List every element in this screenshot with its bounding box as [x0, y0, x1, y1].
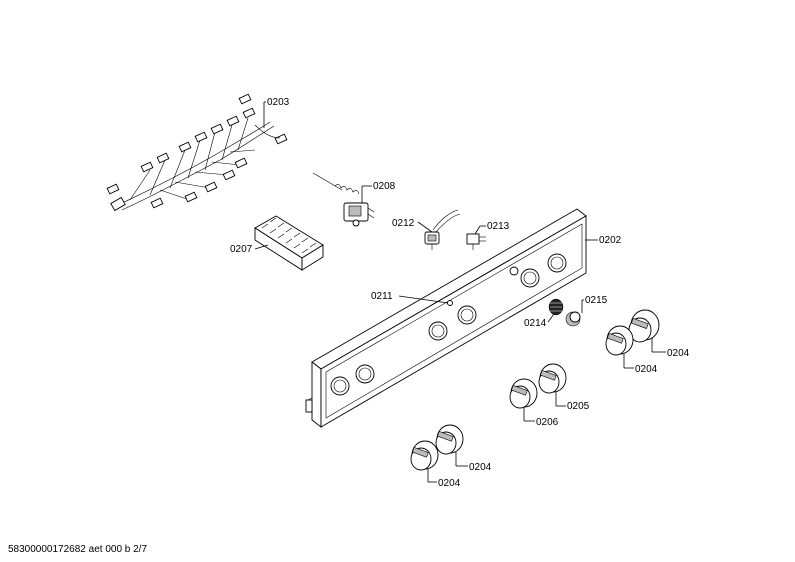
thermostat-0208 [312, 172, 375, 227]
part-label-0204-d[interactable]: 0204 [438, 478, 461, 489]
control-knob-0204-b [605, 325, 634, 356]
control-panel-0202 [305, 208, 587, 428]
leader-line-0212 [417, 221, 433, 233]
part-label-0203[interactable]: 0203 [267, 97, 290, 108]
part-label-0213[interactable]: 0213 [487, 221, 510, 232]
control-knob-0205 [538, 363, 567, 394]
leader-line-0207 [254, 244, 269, 250]
part-label-0204-a[interactable]: 0204 [667, 348, 690, 359]
document-id-footer: 58300000172682 aet 000 b 2/7 [8, 544, 147, 555]
part-label-0215[interactable]: 0215 [585, 295, 608, 306]
part-label-0202[interactable]: 0202 [599, 235, 622, 246]
part-label-0214[interactable]: 0214 [524, 318, 547, 329]
control-knob-0204-d [410, 440, 439, 471]
leader-line-0211 [398, 295, 449, 304]
part-label-0205[interactable]: 0205 [567, 401, 590, 412]
terminal-block-0207 [254, 215, 324, 271]
part-label-0212[interactable]: 0212 [392, 218, 415, 229]
switch-0212 [424, 209, 461, 250]
wiring-harness-0203 [106, 93, 288, 212]
control-knob-0204-a [628, 309, 660, 343]
part-label-0204-c[interactable]: 0204 [469, 462, 492, 473]
control-knob-0204-c [435, 424, 464, 455]
part-label-0208[interactable]: 0208 [373, 181, 396, 192]
part-label-0207[interactable]: 0207 [230, 244, 253, 255]
button-0215 [565, 311, 581, 327]
control-knob-0206 [509, 378, 538, 409]
leader-line-0213 [474, 225, 481, 235]
switch-0213 [466, 233, 486, 250]
part-label-0211[interactable]: 0211 [371, 291, 393, 302]
part-label-0204-b[interactable]: 0204 [635, 364, 658, 375]
part-label-0206[interactable]: 0206 [536, 417, 559, 428]
leader-line-0214 [547, 313, 555, 323]
small-knob-0214 [548, 298, 564, 316]
